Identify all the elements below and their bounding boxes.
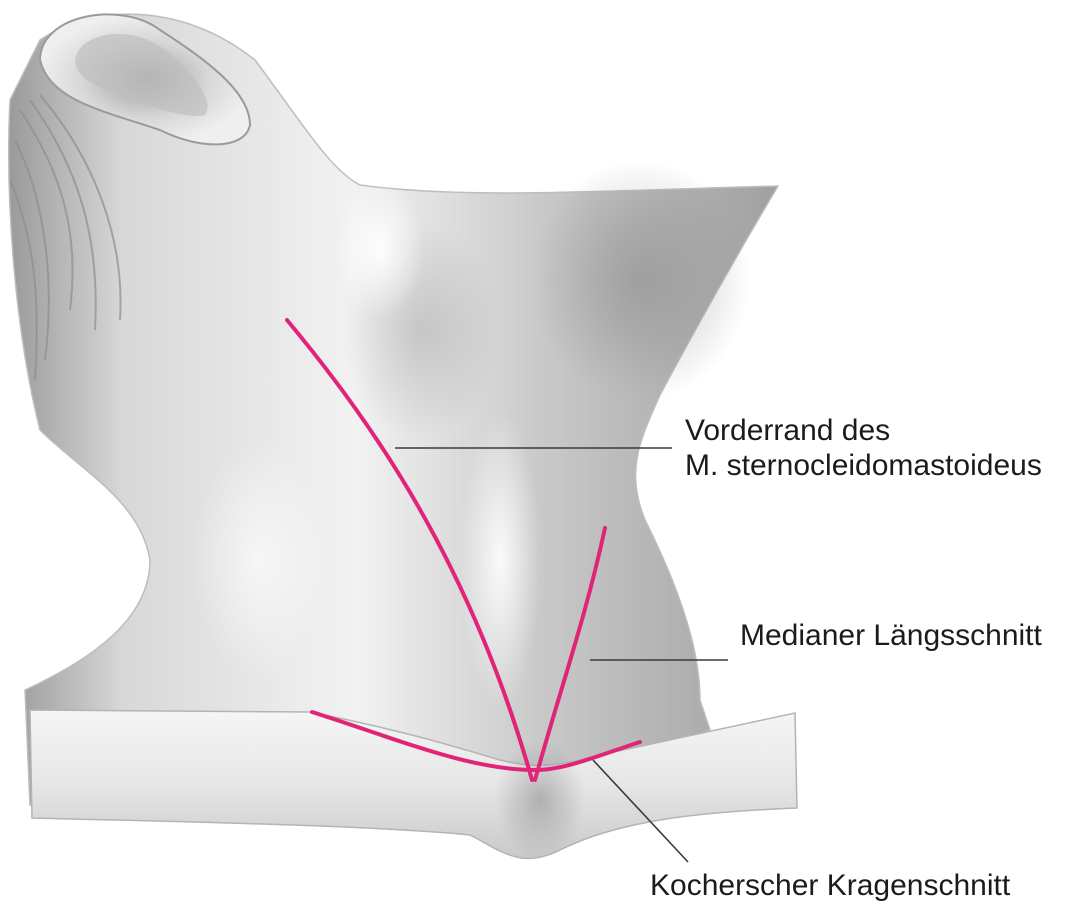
label-sternocleidomastoid-line1: Vorderrand des [685, 413, 1042, 448]
highlight-upper [335, 180, 425, 320]
label-sternocleidomastoid-line2: M. sternocleidomastoideus [685, 448, 1042, 483]
highlight-trachea [460, 410, 540, 710]
label-kocher-incision: Kocherscher Kragenschnitt [650, 868, 1010, 903]
mandible-shadow [530, 160, 750, 400]
highlight-left [190, 440, 330, 680]
label-sternocleidomastoid: Vorderrand des M. sternocleidomastoideus [685, 413, 1042, 483]
label-median-incision: Medianer Längsschnitt [740, 618, 1042, 653]
